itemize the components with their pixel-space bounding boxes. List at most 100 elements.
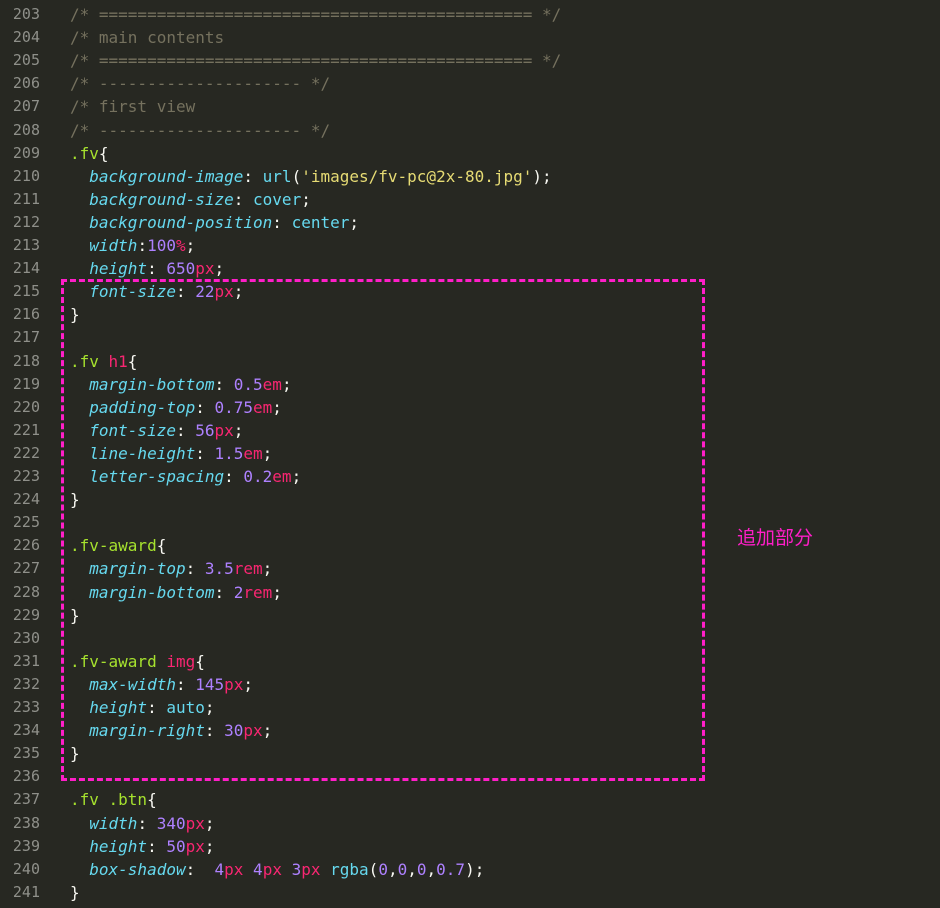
code-line[interactable]: 216} bbox=[0, 303, 940, 326]
code-text: width:100%; bbox=[70, 234, 195, 257]
code-token: : bbox=[147, 836, 167, 856]
code-token: margin-bottom bbox=[89, 374, 215, 394]
code-line[interactable]: 239 height: 50px; bbox=[0, 835, 940, 858]
code-line[interactable]: 205/* ==================================… bbox=[0, 49, 940, 72]
code-text: width: 340px; bbox=[70, 812, 214, 835]
code-token: ; bbox=[262, 721, 273, 741]
code-token: center bbox=[291, 212, 350, 232]
code-text: .fv-award{ bbox=[70, 534, 166, 557]
line-number: 233 bbox=[12, 698, 40, 716]
code-line[interactable]: 206/* --------------------- */ bbox=[0, 72, 940, 95]
code-line[interactable]: 236 bbox=[0, 765, 940, 788]
code-token: : bbox=[272, 212, 292, 232]
code-token: url bbox=[262, 166, 292, 186]
code-text: height: 50px; bbox=[70, 835, 214, 858]
code-token: ; bbox=[272, 582, 282, 602]
code-line[interactable]: 214 height: 650px; bbox=[0, 257, 940, 280]
line-number: 203 bbox=[12, 5, 40, 23]
line-number: 218 bbox=[12, 351, 40, 370]
code-line[interactable]: 208/* --------------------- */ bbox=[0, 119, 940, 142]
code-line[interactable]: 218.fv h1{ bbox=[0, 350, 940, 373]
code-token: em bbox=[272, 467, 292, 486]
code-line[interactable]: 229} bbox=[0, 604, 940, 627]
code-token: .fv-award bbox=[70, 536, 157, 556]
code-token: px bbox=[185, 813, 205, 833]
line-number: 205 bbox=[12, 51, 40, 70]
code-line[interactable]: 228 margin-bottom: 2rem; bbox=[0, 581, 940, 604]
code-line[interactable]: 234 margin-right: 30px; bbox=[0, 719, 940, 742]
code-line[interactable]: 235} bbox=[0, 742, 940, 765]
code-token: 0.75 bbox=[214, 397, 254, 417]
code-line[interactable]: 211 background-size: cover; bbox=[0, 188, 940, 211]
code-text: .fv-award img{ bbox=[70, 650, 205, 673]
code-line[interactable]: 237.fv .btn{ bbox=[0, 788, 940, 811]
line-number: 217 bbox=[12, 328, 40, 347]
code-token: margin-bottom bbox=[89, 582, 215, 602]
code-line[interactable]: 225 bbox=[0, 511, 940, 534]
code-line[interactable]: 233 height: auto; bbox=[0, 696, 940, 719]
code-text: /* main contents bbox=[70, 26, 224, 49]
code-token: width bbox=[89, 236, 138, 255]
line-number: 204 bbox=[12, 28, 40, 47]
code-line[interactable]: 210 background-image: url('images/fv-pc@… bbox=[0, 165, 940, 188]
code-line[interactable]: 224} bbox=[0, 488, 940, 511]
line-number: 235 bbox=[12, 744, 40, 763]
code-line[interactable]: 221 font-size: 56px; bbox=[0, 419, 940, 442]
code-token bbox=[321, 860, 331, 879]
code-token: : bbox=[175, 282, 196, 302]
code-token: /* first view bbox=[70, 97, 196, 117]
code-token: rgba bbox=[330, 859, 369, 879]
code-line[interactable]: 207/* first view bbox=[0, 95, 940, 118]
code-line[interactable]: 240 box-shadow: 4px 4px 3px rgba(0,0,0,0… bbox=[0, 858, 940, 881]
code-line[interactable]: 215 font-size: 22px; bbox=[0, 280, 940, 303]
code-line[interactable]: 241} bbox=[0, 881, 940, 904]
code-line[interactable]: 203/* ==================================… bbox=[0, 3, 940, 26]
code-token: height bbox=[89, 259, 148, 279]
code-text: padding-top: 0.75em; bbox=[70, 396, 282, 419]
code-line[interactable]: 217 bbox=[0, 326, 940, 349]
code-token: rem bbox=[233, 559, 263, 579]
code-line[interactable]: 213 width:100%; bbox=[0, 234, 940, 257]
line-number: 238 bbox=[12, 813, 40, 832]
line-number: 225 bbox=[12, 513, 40, 532]
code-line[interactable]: 227 margin-top: 3.5rem; bbox=[0, 557, 940, 580]
code-line[interactable]: 204 /* main contents bbox=[0, 26, 940, 49]
code-line[interactable]: 220 padding-top: 0.75em; bbox=[0, 396, 940, 419]
line-number: 215 bbox=[12, 282, 40, 301]
code-text: height: auto; bbox=[70, 696, 214, 719]
code-token: 0.5 bbox=[233, 374, 263, 394]
code-token: px bbox=[214, 282, 234, 302]
code-line[interactable]: 209.fv{ bbox=[0, 142, 940, 165]
code-token: , bbox=[426, 859, 437, 879]
code-token: cover bbox=[253, 189, 302, 209]
code-line[interactable]: 231.fv-award img{ bbox=[0, 650, 940, 673]
code-line[interactable]: 232 max-width: 145px; bbox=[0, 673, 940, 696]
code-line[interactable]: 222 line-height: 1.5em; bbox=[0, 442, 940, 465]
code-line[interactable]: 238 width: 340px; bbox=[0, 812, 940, 835]
code-token: px bbox=[214, 420, 234, 440]
line-number: 211 bbox=[12, 189, 40, 208]
code-token: 3.5 bbox=[204, 559, 234, 579]
code-token: : bbox=[204, 721, 225, 741]
code-token: .fv bbox=[70, 351, 109, 371]
code-text: margin-bottom: 2rem; bbox=[70, 581, 282, 604]
code-token: px bbox=[185, 836, 205, 856]
code-token: ; bbox=[233, 420, 244, 440]
code-text: margin-top: 3.5rem; bbox=[70, 557, 272, 580]
code-line[interactable]: 226.fv-award{ bbox=[0, 534, 940, 557]
code-token: { bbox=[98, 143, 109, 163]
code-token: 0.7 bbox=[436, 859, 466, 879]
code-line[interactable]: 223 letter-spacing: 0.2em; bbox=[0, 465, 940, 488]
code-text: max-width: 145px; bbox=[70, 673, 253, 696]
code-token: : bbox=[137, 813, 157, 833]
code-token bbox=[70, 213, 89, 232]
code-line[interactable]: 230 bbox=[0, 627, 940, 650]
code-line[interactable]: 219 margin-bottom: 0.5em; bbox=[0, 373, 940, 396]
code-token: 1.5 bbox=[214, 443, 244, 463]
line-number: 206 bbox=[12, 74, 40, 93]
code-line[interactable]: 212 background-position: center; bbox=[0, 211, 940, 234]
code-text: margin-right: 30px; bbox=[70, 719, 272, 742]
code-token: margin-top bbox=[89, 559, 186, 579]
code-token: px bbox=[301, 859, 321, 879]
